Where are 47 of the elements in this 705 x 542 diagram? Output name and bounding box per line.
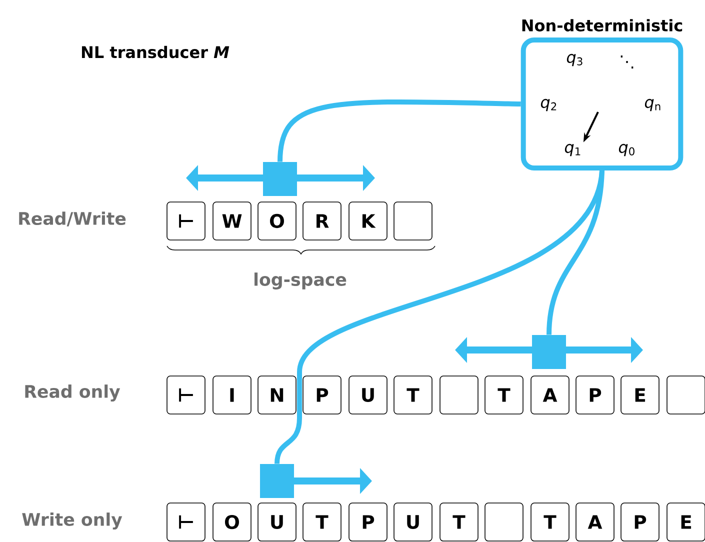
connector [278, 99, 521, 162]
tape-cell: I [212, 376, 252, 414]
tape-head [532, 335, 566, 369]
state-label: q$_{2}$ [540, 98, 556, 112]
tape-label: Write only [22, 512, 122, 530]
tape-head [263, 162, 297, 196]
tape-cell: P [620, 502, 660, 542]
state-label: q$_{1}$ [564, 144, 580, 156]
tape-cell: W [212, 202, 252, 240]
tape-cell: T [302, 502, 342, 542]
tape-label: Read only [25, 384, 120, 402]
tape-cell: U [348, 376, 388, 414]
tape-cell: O [212, 502, 252, 542]
tape-head [260, 464, 294, 498]
tape-cell: P [348, 502, 388, 542]
tape-cell [666, 376, 705, 414]
node-label: Non-deterministic [522, 19, 682, 32]
state-label: q$_{0}$ [618, 144, 634, 156]
tape-cell: ⊢ [166, 202, 206, 240]
tape-cell: P [302, 376, 342, 414]
tape-cell: T [530, 502, 570, 542]
tape-cell: U [394, 502, 432, 542]
connector [274, 170, 604, 464]
tape-cell: E [620, 376, 660, 414]
tape-cell: K [348, 202, 388, 240]
state-label: q$_{n}$ [644, 98, 660, 112]
tape-cell: ⊢ [166, 376, 206, 414]
tape-cell: P [576, 376, 614, 414]
title: NL transducer M [82, 46, 230, 58]
tape-cell [394, 202, 432, 240]
tape-cell: T [484, 376, 524, 414]
tape-cell: E [666, 502, 705, 542]
tape-cell: A [576, 502, 614, 542]
brace-label: log-space [254, 272, 346, 290]
tape-cell [440, 376, 478, 414]
state-label: ⋱ [620, 56, 634, 68]
tape-cell: O [258, 202, 296, 240]
tape-cell: ⊢ [166, 502, 206, 542]
tape-cell: T [440, 502, 478, 542]
tape-cell [484, 502, 524, 542]
tape-cell: N [258, 376, 296, 414]
tape-cell: R [302, 202, 342, 240]
tape-label: Read/Write [19, 212, 126, 226]
tape-cell: A [530, 376, 570, 414]
tape-cell: T [394, 376, 432, 414]
tape-cell: U [258, 502, 296, 542]
state-label: q$_{3}$ [566, 54, 582, 66]
